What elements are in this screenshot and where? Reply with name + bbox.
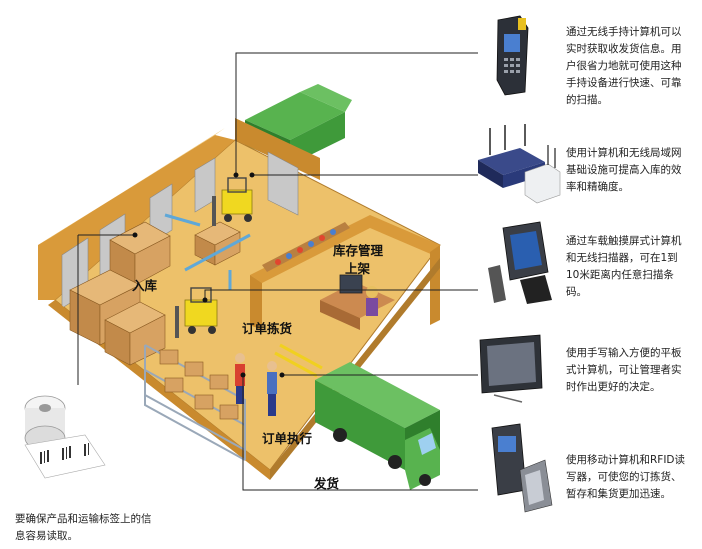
flow-arrows [164,213,251,290]
label-shipping: 发货 [314,476,340,491]
device-desc-handheld: 通过无线手持计算机可以实时获取收发货信息。用户很省力地就可使用这种手持设备进行快… [566,26,682,106]
label-inventory: 库存管理 [333,243,384,258]
office-desk [320,274,395,330]
forklift-front [175,287,218,338]
device-desc-router: 使用计算机和无线局域网基础设施可提高入库的效率和精确度。 [566,147,682,193]
device-desc-vehicle: 通过车载触摸屏式计算机和无线扫描器，可在1到10米距离内任意扫描条码。 [566,235,682,298]
device-desc-rfid: 使用移动计算机和RFID读写器，可使您的订拣货、暂存和集货更加迅速。 [566,454,686,500]
inventory-room-wall [250,215,440,283]
vehicle-touch-computer-icon [488,221,552,304]
tablet-computer-icon [479,334,543,403]
front-truck [315,362,440,490]
label-execution: 订单执行 [262,431,313,446]
warehouse-right-wall [235,118,320,180]
label-roll-icon [24,395,106,479]
pallet-boxes [69,221,241,366]
forklift-back [212,177,253,226]
workers [235,353,277,416]
connector-lines [77,52,478,491]
label-shelving: 上架 [345,261,371,276]
dock-lines [274,343,323,378]
device-desc-tablet: 使用手写输入方便的平板式计算机，可让管理者实时作出更好的决定。 [566,347,682,393]
storage-rack [262,222,350,272]
handheld-computer-icon [496,15,529,96]
wireless-router-icon [478,124,561,204]
roller-doors [61,151,299,309]
rfid-reader-icon [491,423,553,513]
label-printer-desc: 要确保产品和运输标签上的信息容易读取。 [15,513,152,542]
label-picking: 订单拣货 [242,321,293,336]
label-receiving: 入库 [132,278,158,293]
